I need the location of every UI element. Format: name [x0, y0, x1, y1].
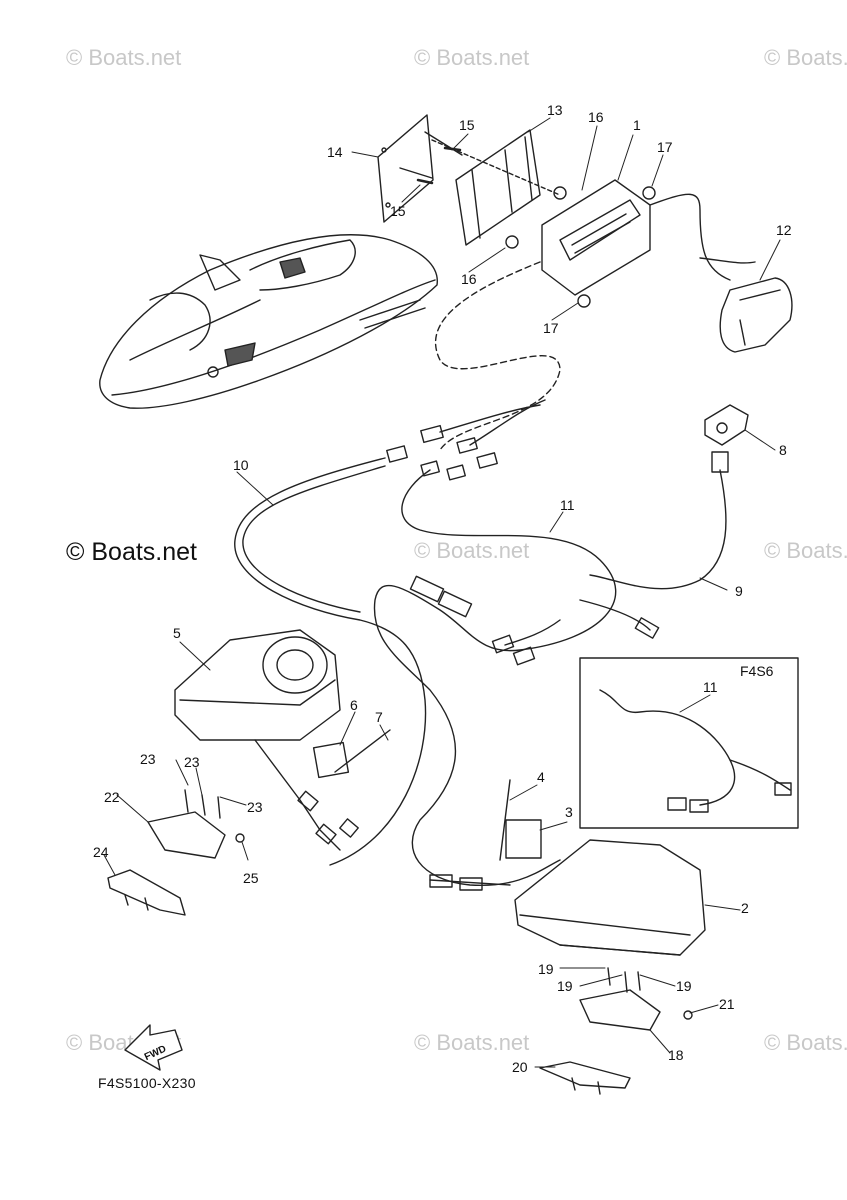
callout-19b: 19	[557, 978, 573, 994]
callout-23c: 23	[247, 799, 263, 815]
watermark: © Boats.net	[414, 1030, 530, 1055]
inset-title: F4S6	[740, 663, 774, 679]
leader-lines	[103, 117, 781, 1068]
callout-16b: 16	[461, 271, 477, 287]
callout-20: 20	[512, 1059, 528, 1075]
callout-15b: 15	[390, 203, 406, 219]
watermark: © Boats.net	[764, 1030, 847, 1055]
callout-12: 12	[776, 222, 792, 238]
bracket-plate-14	[377, 114, 434, 223]
callout-17b: 17	[543, 320, 559, 336]
callout-17: 17	[657, 139, 673, 155]
callout-23b: 23	[184, 754, 200, 770]
watermark: © Boats.net	[66, 45, 182, 70]
callout-8: 8	[779, 442, 787, 458]
bolt-16	[505, 235, 519, 249]
nut-17	[642, 186, 656, 200]
callout-19c: 19	[676, 978, 692, 994]
callout-25: 25	[243, 870, 259, 886]
inset-callout-11: 11	[703, 679, 718, 695]
callout-24: 24	[93, 844, 109, 860]
bracket-13	[431, 129, 561, 246]
callout-13: 13	[547, 102, 563, 118]
switch-8	[704, 404, 749, 446]
callout-5: 5	[173, 625, 181, 641]
callout-22: 22	[104, 789, 120, 805]
watermark: © Boats.net	[414, 45, 530, 70]
callout-21: 21	[719, 996, 735, 1012]
callout-23: 23	[140, 751, 156, 767]
callout-11: 11	[560, 497, 575, 513]
connector	[437, 590, 473, 618]
callout-16: 16	[588, 109, 604, 125]
base-plate-20	[539, 1061, 631, 1095]
cable-9	[589, 469, 727, 590]
bolt-16	[553, 186, 567, 200]
connector	[409, 575, 445, 603]
callout-numbers: 1 2 3 4 5 6 7 8 9 10 11 12 13 14 15 15 1…	[93, 102, 792, 1075]
callout-18: 18	[668, 1047, 684, 1063]
callout-19: 19	[538, 961, 554, 977]
callout-15: 15	[459, 117, 475, 133]
callout-10: 10	[233, 457, 249, 473]
watermark: © Boats.net	[414, 538, 530, 563]
stick-4	[499, 779, 542, 861]
callout-3: 3	[565, 804, 573, 820]
meter-assembly-2	[429, 839, 706, 956]
watermark-dark: © Boats.net	[66, 538, 197, 566]
inset-cable-11	[599, 689, 792, 813]
callout-14: 14	[327, 144, 343, 160]
bracket-18	[579, 967, 693, 1031]
bracket-22	[147, 789, 245, 859]
callout-9: 9	[735, 583, 743, 599]
connector	[711, 451, 729, 473]
watermark: © Boats.net	[764, 45, 847, 70]
fwd-arrow-icon	[124, 1024, 183, 1071]
callout-7: 7	[375, 709, 383, 725]
base-plate-24	[107, 869, 186, 916]
ecu-unit-1	[541, 179, 731, 296]
callout-4: 4	[537, 769, 545, 785]
inset-frame	[579, 657, 799, 829]
diagram-code: F4S5100-X230	[98, 1075, 196, 1091]
module-12	[699, 257, 793, 353]
watermark: © Boats.net	[764, 538, 847, 563]
watercraft-illustration	[99, 234, 438, 409]
cable-11	[373, 469, 617, 886]
harness-route	[434, 261, 561, 451]
meter-assembly-5	[174, 629, 391, 851]
callout-2: 2	[741, 900, 749, 916]
callout-1: 1	[633, 117, 641, 133]
nut-17	[577, 294, 591, 308]
callout-6: 6	[350, 697, 358, 713]
cable-10	[234, 457, 427, 866]
connectors-upper	[386, 399, 546, 481]
